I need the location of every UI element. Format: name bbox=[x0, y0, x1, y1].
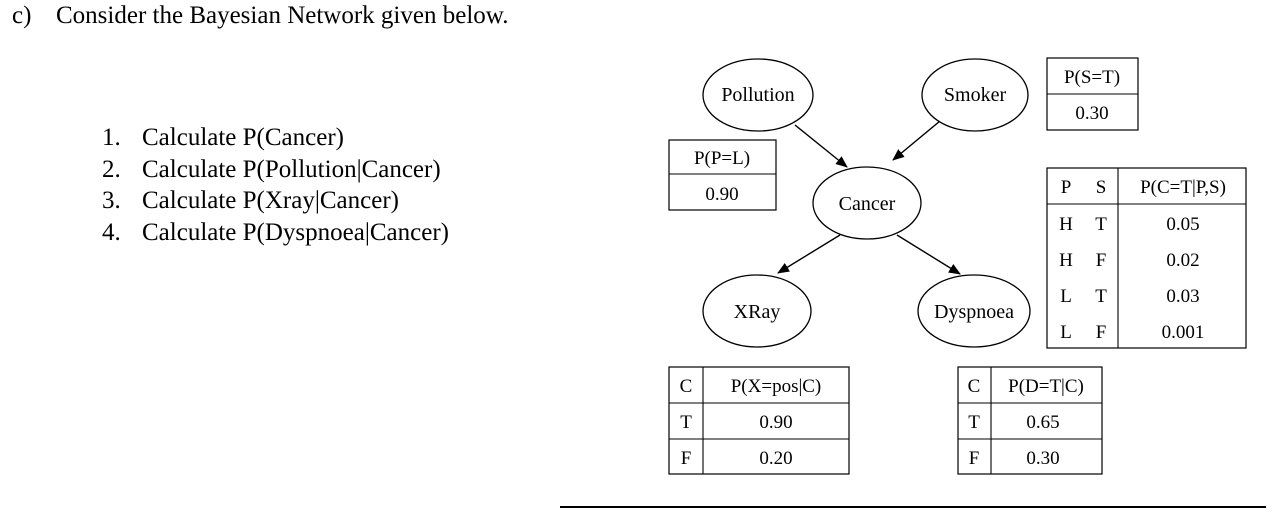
cancer-cpt-cell: H bbox=[1059, 214, 1073, 235]
dyspnoea-cpt-header-prob: P(D=T|C) bbox=[1008, 376, 1084, 397]
cancer-cpt-cell: T bbox=[1095, 286, 1107, 307]
node-cancer: Cancer bbox=[812, 166, 922, 240]
cancer-cpt-cell: 0.05 bbox=[1166, 214, 1199, 235]
task-number: 4. bbox=[102, 218, 121, 246]
question-text: Consider the Bayesian Network given belo… bbox=[56, 2, 509, 29]
dyspnoea-cpt-header-c: C bbox=[968, 376, 981, 397]
smoker-prior-table: P(S=T) 0.30 bbox=[1046, 57, 1139, 131]
cancer-cpt-header-s: S bbox=[1096, 177, 1107, 198]
smoker-prior-value: 0.30 bbox=[1075, 103, 1108, 124]
question-heading: c) Consider the Bayesian Network given be… bbox=[12, 2, 508, 30]
dyspnoea-cpt-cell: T bbox=[968, 412, 980, 433]
xray-cpt-table: C P(X=pos|C) T 0.90 F 0.20 bbox=[668, 366, 850, 475]
dyspnoea-cpt-cell: F bbox=[969, 448, 980, 469]
edge-cancer-dyspnoea bbox=[896, 234, 961, 275]
node-dyspnoea-label: Dyspnoea bbox=[934, 301, 1014, 323]
cancer-cpt-cell: L bbox=[1060, 286, 1072, 307]
edge-smoker-cancer bbox=[892, 120, 941, 161]
task-item: 1. Calculate P(Cancer) bbox=[102, 122, 449, 154]
node-pollution: Pollution bbox=[702, 58, 814, 132]
dyspnoea-cpt-table: C P(D=T|C) T 0.65 F 0.30 bbox=[957, 366, 1103, 475]
xray-cpt-cell: 0.20 bbox=[759, 448, 792, 469]
task-number: 3. bbox=[102, 187, 121, 214]
xray-cpt-header-c: C bbox=[680, 376, 693, 397]
node-xray-label: XRay bbox=[734, 301, 781, 323]
pollution-prior-table: P(P=L) 0.90 bbox=[668, 139, 777, 211]
cancer-cpt-cell: 0.02 bbox=[1166, 250, 1199, 271]
node-cancer-label: Cancer bbox=[839, 193, 896, 215]
pollution-prior-value: 0.90 bbox=[705, 184, 738, 205]
node-smoker-label: Smoker bbox=[944, 84, 1007, 106]
node-pollution-label: Pollution bbox=[721, 84, 794, 106]
xray-cpt-header-prob: P(X=pos|C) bbox=[731, 376, 822, 397]
question-number: c) bbox=[12, 2, 32, 29]
task-number: 1. bbox=[102, 124, 121, 151]
dyspnoea-cpt-cell: 0.65 bbox=[1026, 412, 1059, 433]
cancer-cpt-header-p: P bbox=[1061, 177, 1072, 198]
cancer-cpt-cell: H bbox=[1059, 250, 1073, 271]
edge-cancer-xray bbox=[777, 234, 841, 274]
node-xray: XRay bbox=[702, 274, 812, 348]
xray-cpt-cell: 0.90 bbox=[759, 412, 792, 433]
task-text: Calculate P(Pollution|Cancer) bbox=[142, 155, 441, 183]
node-dyspnoea: Dyspnoea bbox=[917, 274, 1031, 348]
task-number: 2. bbox=[102, 155, 121, 183]
edge-pollution-cancer bbox=[794, 124, 848, 168]
task-item: 3. Calculate P(Xray|Cancer) bbox=[102, 185, 449, 217]
xray-cpt-cell: T bbox=[680, 412, 692, 433]
task-text: Calculate P(Xray|Cancer) bbox=[142, 187, 399, 214]
pollution-prior-header: P(P=L) bbox=[694, 148, 750, 169]
edges bbox=[777, 120, 961, 275]
cancer-cpt-cell: F bbox=[1096, 322, 1107, 343]
node-smoker: Smoker bbox=[921, 58, 1029, 132]
task-text: Calculate P(Cancer) bbox=[142, 124, 344, 151]
cancer-cpt-cell: 0.001 bbox=[1162, 322, 1205, 343]
cancer-cpt-cell: L bbox=[1060, 322, 1072, 343]
task-list: 1. Calculate P(Cancer) 2. Calculate P(Poll… bbox=[102, 122, 449, 248]
dyspnoea-cpt-cell: 0.30 bbox=[1026, 448, 1059, 469]
cancer-cpt-cell: F bbox=[1096, 250, 1107, 271]
cancer-cpt-header-prob: P(C=T|P,S) bbox=[1140, 177, 1226, 198]
xray-cpt-cell: F bbox=[681, 448, 692, 469]
smoker-prior-header: P(S=T) bbox=[1064, 67, 1120, 88]
cancer-cpt-cell: T bbox=[1095, 214, 1107, 235]
task-item: 4. Calculate P(Dyspnoea|Cancer) bbox=[102, 217, 449, 249]
cancer-cpt-table: P S P(C=T|P,S) H T 0.05 H F 0.02 L T 0.0… bbox=[1046, 167, 1247, 349]
task-text: Calculate P(Dyspnoea|Cancer) bbox=[142, 218, 449, 246]
task-item: 2. Calculate P(Pollution|Cancer) bbox=[102, 154, 449, 186]
cancer-cpt-cell: 0.03 bbox=[1166, 286, 1199, 307]
